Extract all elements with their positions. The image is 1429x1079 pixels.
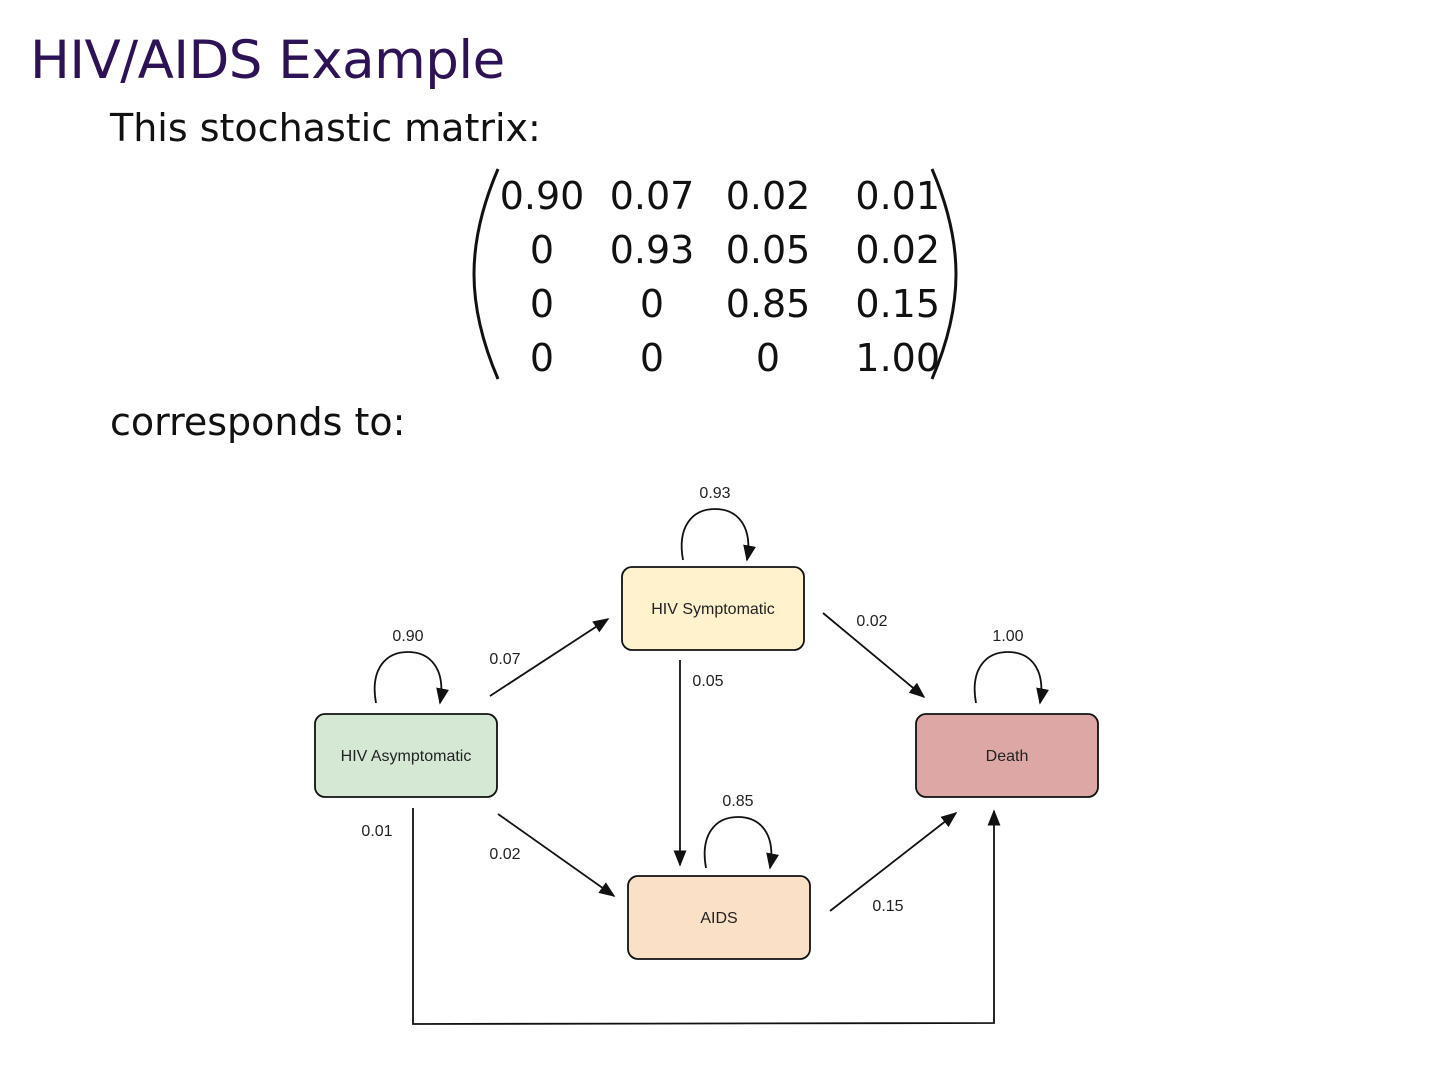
matrix-cell: 0.07 [609, 174, 695, 218]
edge-label-asym-to-death: 0.01 [361, 823, 392, 840]
node-hiv-asymptomatic: HIV Asymptomatic [314, 713, 498, 798]
matrix-cell: 0 [529, 282, 555, 326]
matrix-cell: 0 [639, 282, 665, 326]
node-hiv-asymptomatic-box [314, 713, 498, 798]
edge-asym-self [373, 651, 449, 705]
edge-label-symp-to-aids: 0.05 [692, 673, 723, 690]
matrix-cell: 0.01 [855, 174, 940, 218]
edge-label-aids-to-death: 0.15 [872, 898, 903, 915]
edge-asym-to-aids [497, 813, 616, 897]
node-aids-box [627, 875, 811, 960]
node-aids-label: AIDS [700, 910, 737, 927]
edge-aids-self [703, 816, 779, 870]
edge-symp-to-death [822, 612, 926, 699]
node-death-label: Death [986, 748, 1029, 765]
left-parenthesis [472, 168, 500, 380]
matrix-cell: 0.05 [725, 228, 811, 272]
matrix-cell: 0 [529, 336, 555, 380]
matrix-cell: 0.02 [725, 174, 811, 218]
edge-label-asym-self: 0.90 [392, 628, 423, 645]
node-death-box [915, 713, 1099, 798]
subtitle: This stochastic matrix: [110, 106, 541, 150]
matrix-grid: 0.90 0.07 0.02 0.01 0 0.93 0.05 0.02 0 0… [490, 169, 946, 385]
edge-label-asym-to-symp: 0.07 [489, 651, 520, 668]
edge-asym-to-symp [489, 618, 610, 697]
edge-symp-self [680, 508, 756, 562]
node-hiv-symptomatic-box [621, 566, 805, 651]
edge-label-asym-to-aids: 0.02 [489, 846, 520, 863]
matrix-cell: 0 [639, 336, 665, 380]
matrix-cell: 0.85 [725, 282, 811, 326]
edge-label-death-self: 1.00 [992, 628, 1023, 645]
edge-label-aids-self: 0.85 [722, 793, 753, 810]
edge-aids-to-death [829, 812, 958, 912]
corresponds-label: corresponds to: [110, 400, 406, 444]
node-hiv-symptomatic-label: HIV Symptomatic [651, 601, 775, 618]
matrix-cell: 0.93 [609, 228, 695, 272]
right-parenthesis [930, 168, 958, 380]
matrix-cell: 0 [755, 336, 781, 380]
edge-label-symp-to-death: 0.02 [856, 613, 887, 630]
matrix-cell: 0.02 [855, 228, 940, 272]
slide-title: HIV/AIDS Example [30, 30, 505, 91]
matrix-cell: 0 [529, 228, 555, 272]
node-aids: AIDS [627, 875, 811, 960]
matrix-cell: 1.00 [855, 336, 940, 380]
node-hiv-asymptomatic-label: HIV Asymptomatic [341, 748, 472, 765]
edge-death-self [973, 651, 1049, 705]
transition-matrix: 0.90 0.07 0.02 0.01 0 0.93 0.05 0.02 0 0… [470, 165, 960, 385]
node-death: Death [915, 713, 1099, 798]
matrix-cell: 0.90 [499, 174, 585, 218]
matrix-cell: 0.15 [855, 282, 940, 326]
edge-asym-to-death [412, 808, 1001, 1025]
edge-label-symp-self: 0.93 [699, 485, 730, 502]
node-hiv-symptomatic: HIV Symptomatic [621, 566, 805, 651]
